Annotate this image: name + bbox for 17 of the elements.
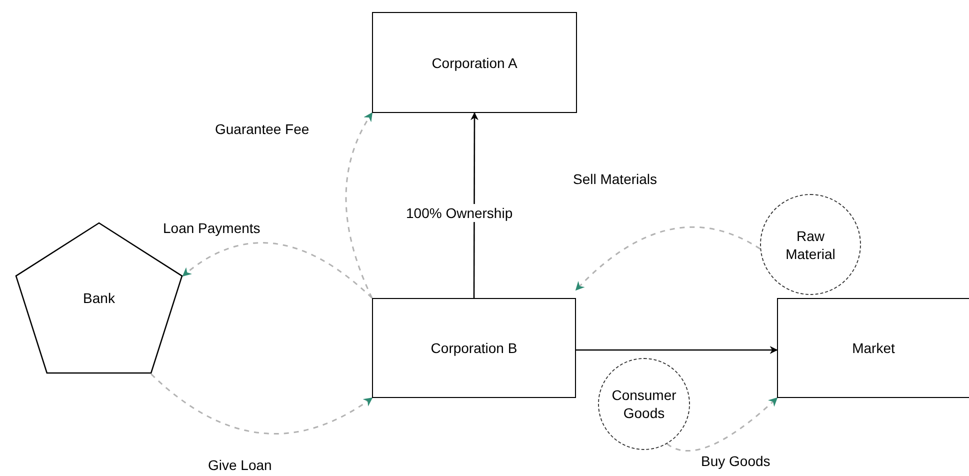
node-label: Corporation A: [432, 54, 518, 72]
arrow: [575, 226, 761, 291]
arrow: [150, 373, 373, 434]
edge-label: 100% Ownership: [405, 204, 514, 222]
process-box: [372, 12, 577, 113]
node-label: Consumer Goods: [610, 386, 678, 422]
arrow: [345, 112, 373, 298]
arrow: [182, 242, 372, 299]
arrow: [666, 397, 778, 452]
node-label: Market: [852, 339, 895, 357]
arrow: [470, 112, 478, 298]
process-box: [372, 298, 576, 398]
process-box: [777, 298, 969, 398]
node-label: Raw Material: [784, 226, 836, 262]
node-label: Bank: [83, 289, 115, 307]
arrow: [576, 346, 778, 354]
node-label: Corporation B: [430, 339, 518, 357]
